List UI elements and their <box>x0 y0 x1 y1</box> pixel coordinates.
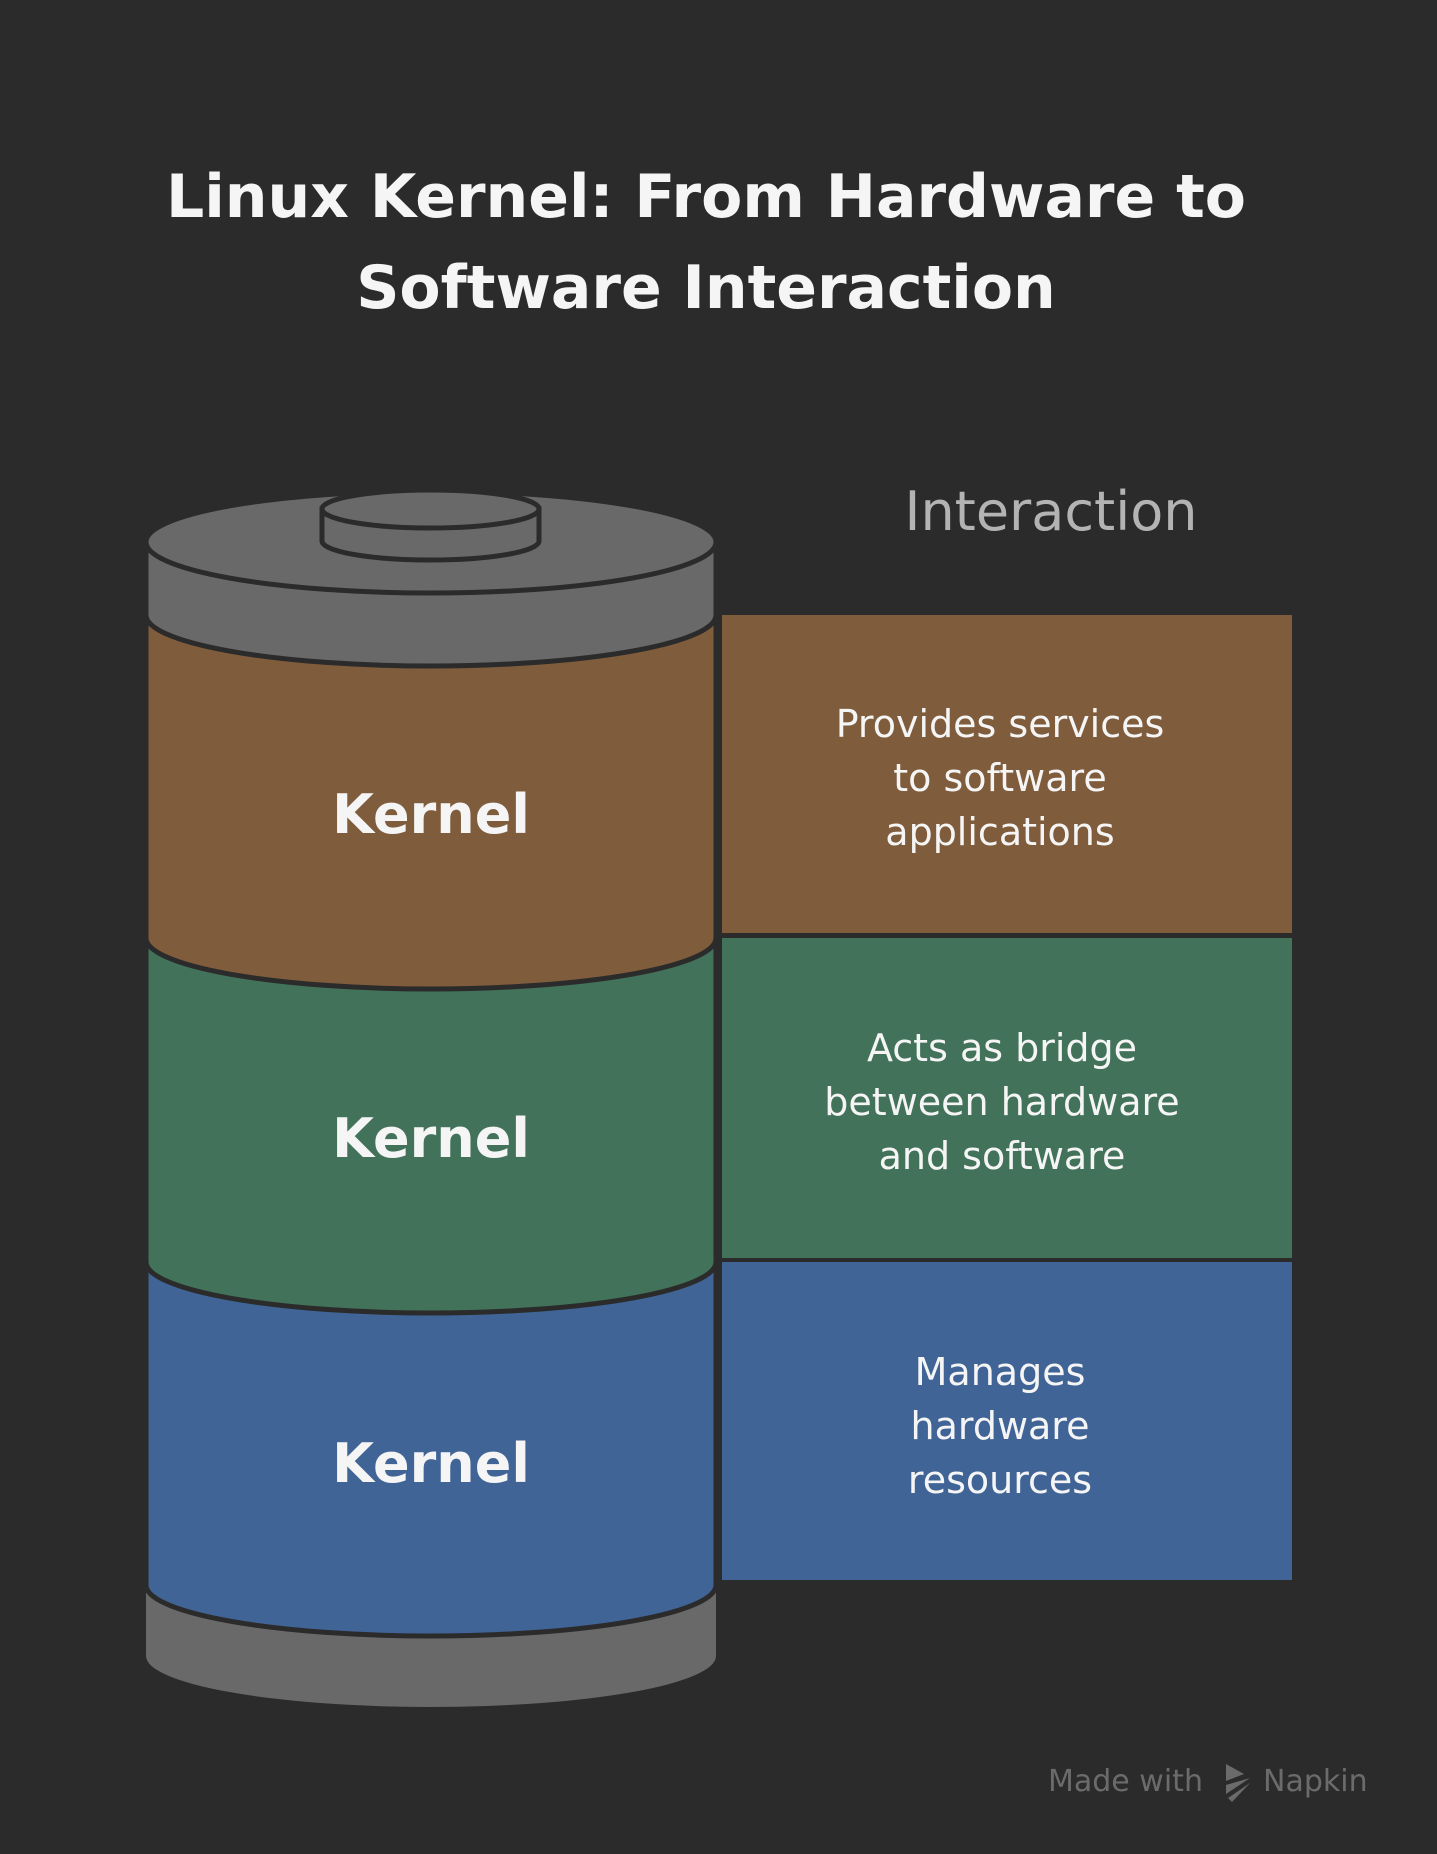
battery-layer-1 <box>143 612 719 992</box>
layer-3-label: Kernel <box>332 1432 530 1495</box>
description-3-line-2: hardware <box>911 1404 1090 1448</box>
description-box-3 <box>722 1262 1292 1580</box>
napkin-logo-icon <box>1226 1764 1250 1802</box>
footer-made-with: Made with <box>1048 1764 1203 1799</box>
description-3-line-1: Manages <box>915 1350 1086 1394</box>
interaction-header: Interaction <box>905 480 1198 543</box>
description-1-line-2: to software <box>893 756 1106 800</box>
description-1-line-3: applications <box>885 810 1114 854</box>
battery-layer-2 <box>143 935 719 1316</box>
description-box-2 <box>722 938 1292 1258</box>
description-2-line-2: between hardware <box>824 1080 1179 1124</box>
description-2-line-3: and software <box>879 1134 1126 1178</box>
footer-brand: Napkin <box>1263 1764 1368 1799</box>
title-line-1: Linux Kernel: From Hardware to <box>166 162 1246 232</box>
layer-1-label: Kernel <box>332 783 530 846</box>
battery-terminal-top <box>319 487 542 531</box>
description-3-line-3: resources <box>908 1458 1092 1502</box>
description-2-line-1: Acts as bridge <box>867 1026 1137 1070</box>
description-1-line-1: Provides services <box>836 702 1165 746</box>
layer-2-label: Kernel <box>332 1107 530 1170</box>
description-box-1 <box>722 615 1292 933</box>
title-line-2: Software Interaction <box>356 253 1056 323</box>
battery-layer-3 <box>143 1259 719 1639</box>
